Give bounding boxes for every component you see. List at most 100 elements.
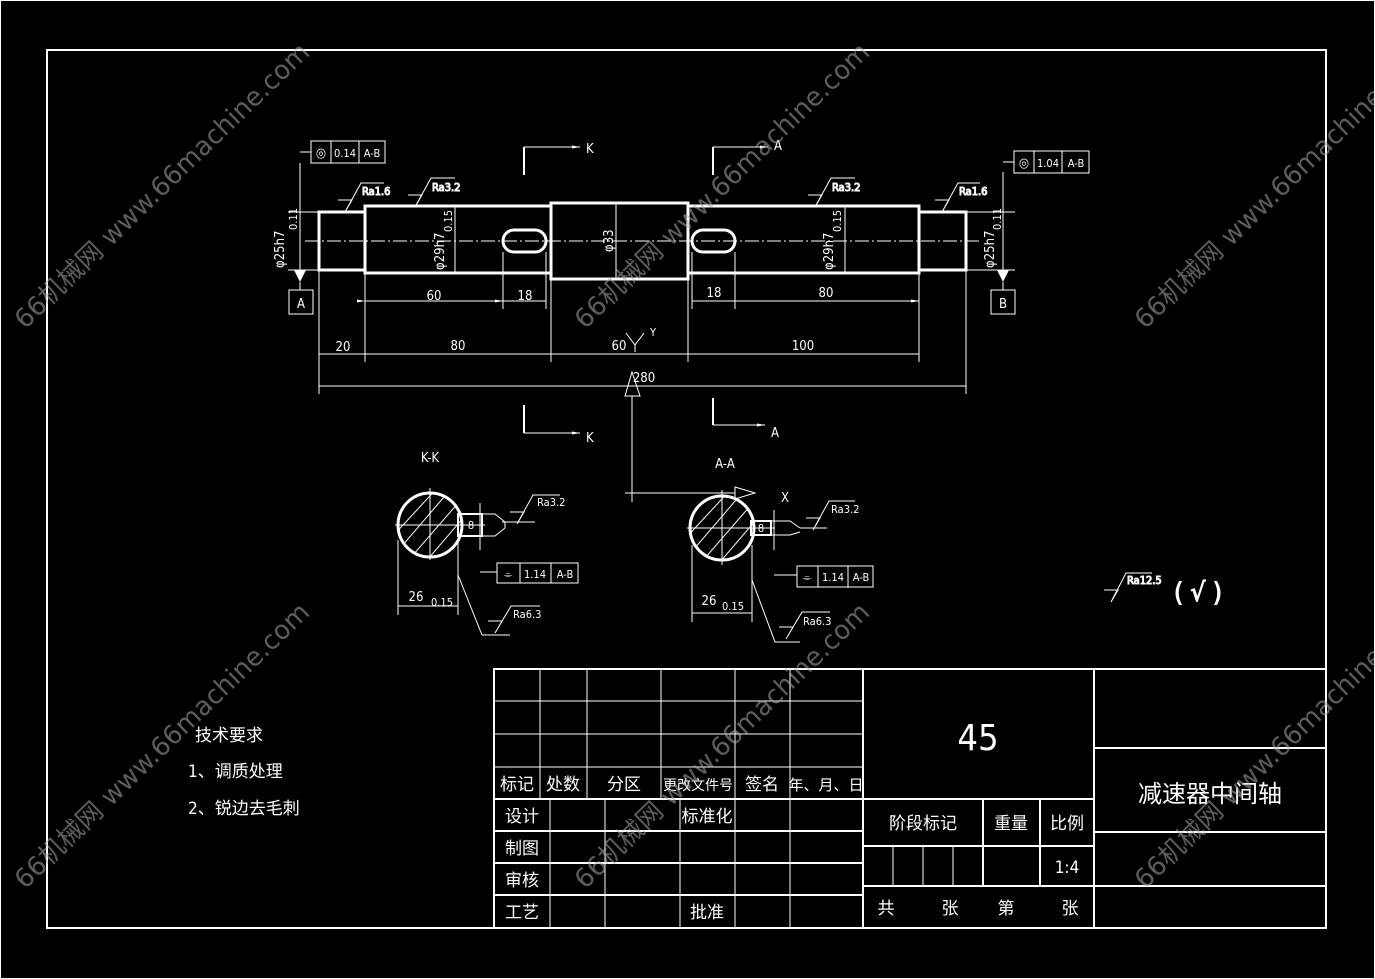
svg-text:阶段标记: 阶段标记 <box>889 814 957 834</box>
svg-text:1.04: 1.04 <box>1037 157 1059 170</box>
svg-text:第: 第 <box>998 899 1015 919</box>
svg-text:处数: 处数 <box>546 775 580 795</box>
svg-text:0.11: 0.11 <box>287 208 300 230</box>
svg-text:Ra12.5: Ra12.5 <box>1127 574 1162 587</box>
svg-text:标记: 标记 <box>500 775 534 795</box>
svg-text:技术要求: 技术要求 <box>195 726 263 746</box>
svg-text:Ra3.2: Ra3.2 <box>432 181 460 194</box>
svg-text:张: 张 <box>1062 899 1079 919</box>
svg-text:80: 80 <box>451 339 466 354</box>
svg-text:0.15: 0.15 <box>831 210 844 232</box>
svg-text:2、锐边去毛刺: 2、锐边去毛刺 <box>188 799 300 819</box>
svg-text:Y: Y <box>649 326 657 339</box>
svg-text:A-B: A-B <box>364 147 381 160</box>
svg-text:1.14: 1.14 <box>524 568 546 581</box>
svg-text:φ25h7: φ25h7 <box>983 231 998 268</box>
svg-text:100: 100 <box>792 339 814 354</box>
svg-text:φ25h7: φ25h7 <box>273 231 288 268</box>
svg-text:制图: 制图 <box>505 839 539 859</box>
svg-text:0.11: 0.11 <box>991 208 1004 230</box>
svg-text:66机械网 www.66machine.com: 66机械网 www.66machine.com <box>9 597 316 895</box>
svg-text:18: 18 <box>518 289 533 304</box>
svg-text:0.14: 0.14 <box>334 147 356 160</box>
gdt-frame-left: ◎ 0.14 A-B <box>310 140 386 164</box>
svg-text:0.15: 0.15 <box>431 596 453 609</box>
svg-text:A-A: A-A <box>715 457 735 472</box>
svg-text:A-B: A-B <box>557 568 574 581</box>
svg-text:更改文件号: 更改文件号 <box>663 778 733 794</box>
svg-text:( √ ): ( √ ) <box>1174 578 1222 608</box>
svg-text:重量: 重量 <box>994 814 1028 834</box>
svg-text:Ra1.6: Ra1.6 <box>362 185 390 198</box>
svg-text:26: 26 <box>409 590 424 605</box>
runout-icon: ◎ <box>1019 156 1029 171</box>
datum-a: A <box>288 270 314 315</box>
svg-text:K: K <box>586 142 594 157</box>
svg-text:8: 8 <box>758 522 764 535</box>
svg-text:K-K: K-K <box>421 451 440 466</box>
svg-text:66机械网 www.66machine.com: 66机械网 www.66machine.com <box>1129 37 1375 335</box>
svg-text:φ29h7: φ29h7 <box>822 233 837 270</box>
part-name: 减速器中间轴 <box>1138 780 1282 808</box>
svg-text:80: 80 <box>819 286 834 301</box>
svg-text:Ra3.2: Ra3.2 <box>537 496 565 509</box>
svg-text:K: K <box>586 431 594 446</box>
gdt-frame-right: ◎ 1.04 A-B <box>1013 150 1090 174</box>
right-keyway <box>690 228 737 254</box>
svg-text:66机械网 www.66machine.com: 66机械网 www.66machine.com <box>1129 597 1375 895</box>
svg-text:签名: 签名 <box>745 775 779 795</box>
svg-text:共: 共 <box>878 899 895 919</box>
svg-text:Ra6.3: Ra6.3 <box>803 615 831 628</box>
svg-text:Ra3.2: Ra3.2 <box>832 181 860 194</box>
svg-text:Ra3.2: Ra3.2 <box>831 503 859 516</box>
symmetry-icon: ⌯ <box>504 568 513 581</box>
material: 45 <box>957 718 998 759</box>
svg-text:分区: 分区 <box>607 775 641 795</box>
section-markers: K A K A X Y <box>523 139 789 506</box>
left-body <box>363 204 553 275</box>
svg-text:1.14: 1.14 <box>822 571 844 584</box>
svg-text:8: 8 <box>468 519 474 532</box>
svg-text:B: B <box>999 297 1007 312</box>
technical-requirements: 技术要求 1、调质处理 2、锐边去毛刺 <box>188 726 300 819</box>
svg-text:60: 60 <box>427 289 442 304</box>
section-aa: A-A 8 Ra3.2 ⌯ 1.14 A-B Ra6.3 26 0.15 <box>687 457 874 643</box>
runout-icon: ◎ <box>316 146 326 161</box>
svg-text:0.15: 0.15 <box>442 210 455 232</box>
section-kk: K-K 8 Ra3.2 ⌯ 1.14 A-B Ra6.3 26 0.15 <box>395 451 579 636</box>
svg-text:1:4: 1:4 <box>1055 858 1080 878</box>
svg-text:20: 20 <box>336 340 351 355</box>
svg-text:比例: 比例 <box>1050 814 1084 834</box>
svg-text:X: X <box>781 491 789 506</box>
svg-text:A: A <box>297 297 305 312</box>
svg-text:φ29h7: φ29h7 <box>433 233 448 270</box>
svg-text:设计: 设计 <box>505 807 539 827</box>
svg-text:66机械网 www.66machine.com: 66机械网 www.66machine.com <box>569 597 876 895</box>
svg-text:Ra6.3: Ra6.3 <box>513 608 541 621</box>
svg-text:66机械网 www.66machine.com: 66机械网 www.66machine.com <box>9 37 316 335</box>
svg-text:18: 18 <box>707 286 722 301</box>
title-block: 标记 处数 分区 更改文件号 签名 年、月、日 设计 制图 审核 工艺 标准化 … <box>493 668 1327 929</box>
svg-text:年、月、日: 年、月、日 <box>788 776 863 794</box>
svg-text:A: A <box>771 426 779 441</box>
svg-text:标准化: 标准化 <box>682 807 733 827</box>
svg-text:审核: 审核 <box>505 871 539 891</box>
svg-text:0.15: 0.15 <box>722 600 744 613</box>
svg-text:1、调质处理: 1、调质处理 <box>188 762 283 782</box>
svg-text:A-B: A-B <box>853 571 870 584</box>
svg-text:A-B: A-B <box>1068 157 1085 170</box>
svg-text:280: 280 <box>633 371 655 386</box>
datum-b: B <box>990 270 1016 315</box>
svg-text:26: 26 <box>702 594 717 609</box>
symmetry-icon: ⌯ <box>803 571 812 584</box>
roughness-symbols: Ra1.6 Ra3.2 Ra3.2 Ra1.6 Ra12.5 ( √ ) <box>338 177 1223 609</box>
svg-text:60: 60 <box>612 339 627 354</box>
left-keyway <box>501 228 548 254</box>
svg-text:φ33: φ33 <box>602 229 617 252</box>
svg-text:A: A <box>774 139 782 154</box>
svg-text:批准: 批准 <box>690 903 724 923</box>
svg-text:Ra1.6: Ra1.6 <box>959 185 987 198</box>
right-body <box>686 204 921 275</box>
svg-text:工艺: 工艺 <box>505 903 539 923</box>
